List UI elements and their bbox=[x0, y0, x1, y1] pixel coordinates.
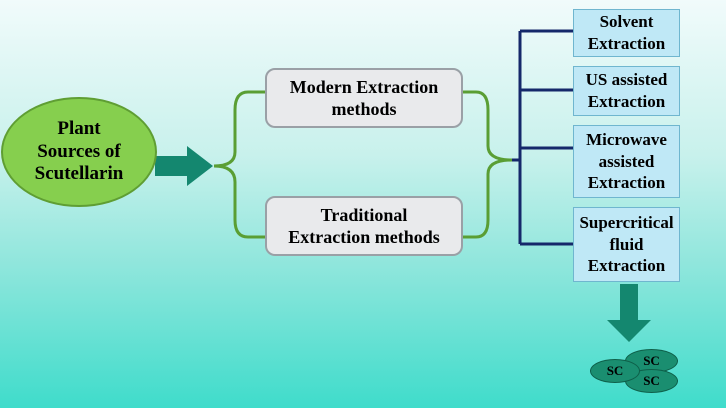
supercritical-line-1: Supercritical bbox=[579, 212, 674, 232]
method-bracket-left bbox=[213, 90, 265, 239]
solvent-line-1: Solvent bbox=[599, 12, 654, 32]
method-bracket-right bbox=[463, 90, 513, 239]
us-assisted-extraction-box: US assisted Extraction bbox=[573, 66, 680, 116]
product-arrow bbox=[607, 284, 651, 342]
us-line-1: US assisted bbox=[585, 70, 668, 90]
modern-methods-box: Modern Extraction methods bbox=[265, 68, 463, 128]
traditional-line-1: Traditional bbox=[320, 204, 408, 225]
microwave-line-2: assisted bbox=[598, 151, 655, 171]
sc-label-top: SC bbox=[643, 353, 660, 368]
sc-label-left: SC bbox=[606, 363, 624, 378]
sc-blob-left: SC bbox=[590, 359, 640, 383]
source-line-3: Scutellarin bbox=[34, 163, 124, 185]
supercritical-extraction-box: Supercritical fluid Extraction bbox=[573, 207, 680, 282]
modern-line-1: Modern Extraction bbox=[289, 76, 439, 97]
microwave-line-3: Extraction bbox=[587, 173, 666, 193]
sc-label-bottom: SC bbox=[643, 373, 660, 388]
source-arrow bbox=[155, 146, 213, 186]
us-line-2: Extraction bbox=[587, 92, 666, 111]
microwave-extraction-box: Microwave assisted Extraction bbox=[573, 125, 680, 198]
microwave-line-1: Microwave bbox=[586, 129, 667, 149]
source-line-1: Plant bbox=[57, 117, 101, 139]
plant-source-node: Plant Sources of Scutellarin bbox=[1, 97, 157, 207]
supercritical-line-3: Extraction bbox=[587, 256, 666, 276]
modern-line-2: methods bbox=[331, 99, 397, 119]
source-line-2: Sources of bbox=[37, 140, 121, 162]
traditional-methods-box: Traditional Extraction methods bbox=[265, 196, 463, 256]
solvent-extraction-box: Solvent Extraction bbox=[573, 9, 680, 57]
solvent-line-2: Extraction bbox=[587, 34, 666, 53]
supercritical-line-2: fluid bbox=[609, 234, 644, 254]
traditional-line-2: Extraction methods bbox=[288, 227, 440, 247]
technique-bracket bbox=[512, 29, 573, 246]
